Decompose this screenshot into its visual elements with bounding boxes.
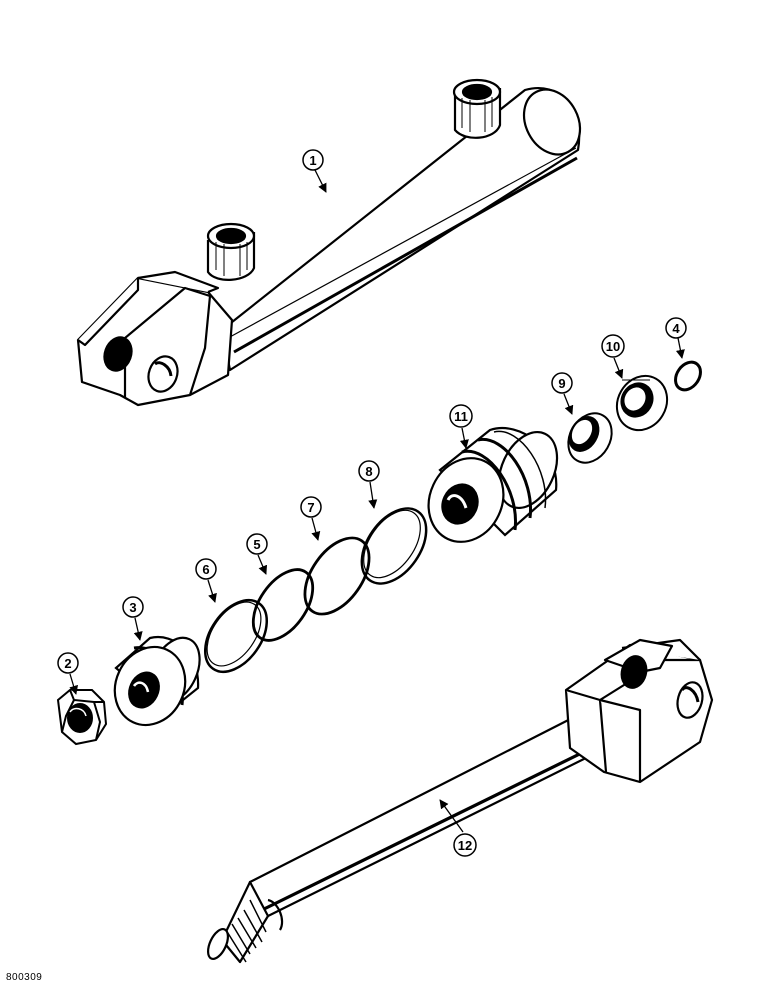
callout-5: 5 [246,533,268,555]
cylinder-tube [76,78,582,407]
svg-text:4: 4 [672,321,680,336]
svg-text:2: 2 [64,656,71,671]
o-ring-7 [303,536,371,616]
wear-ring [615,374,669,432]
callout-12: 12 [453,833,477,857]
svg-text:11: 11 [454,409,468,424]
o-ring-5 [251,568,315,642]
svg-text:6: 6 [202,562,209,577]
svg-text:3: 3 [129,600,136,615]
callout-4: 4 [665,317,687,339]
seal-ring-6 [203,598,269,674]
hex-nut [56,689,108,746]
backup-ring [567,412,613,464]
svg-text:5: 5 [253,537,260,552]
callout-8: 8 [358,460,380,482]
piston [427,427,559,543]
callout-9: 9 [551,372,573,394]
svg-text:9: 9 [558,376,565,391]
svg-text:8: 8 [365,464,372,479]
o-ring-small [674,360,702,392]
callout-10: 10 [601,334,625,358]
callout-11: 11 [449,404,473,428]
callout-1: 1 [302,149,324,171]
seal-ring-8 [360,507,428,585]
leader-lines [69,169,685,833]
svg-text:1: 1 [309,153,316,168]
callout-6: 6 [195,558,217,580]
svg-text:12: 12 [458,838,472,853]
callout-7: 7 [300,496,322,518]
figure-id-label: 800309 [6,972,43,983]
piston-rod [206,638,714,964]
callout-2: 2 [57,652,79,674]
callout-3: 3 [122,596,144,618]
rod-gland [113,635,201,727]
svg-text:7: 7 [307,500,314,515]
svg-text:10: 10 [606,339,620,354]
